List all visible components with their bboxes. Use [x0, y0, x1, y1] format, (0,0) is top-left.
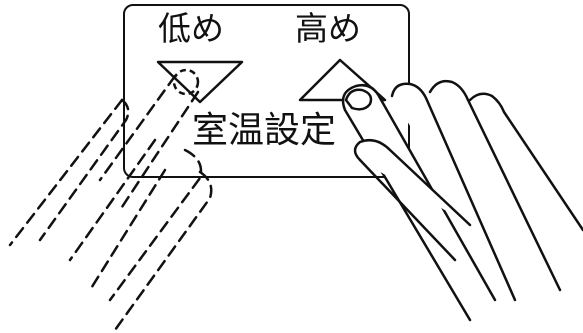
- triangle-down-icon: [156, 60, 244, 104]
- low-label: 低め: [158, 9, 224, 48]
- hand-outline-icon: [8, 74, 213, 332]
- fingertip-dashed-icon: [172, 68, 200, 96]
- hand-pressing-icon: [341, 79, 583, 322]
- room-temperature-setting-label: 室温設定: [190, 110, 339, 151]
- low-button[interactable]: [156, 60, 244, 104]
- high-label: 高め: [295, 9, 361, 48]
